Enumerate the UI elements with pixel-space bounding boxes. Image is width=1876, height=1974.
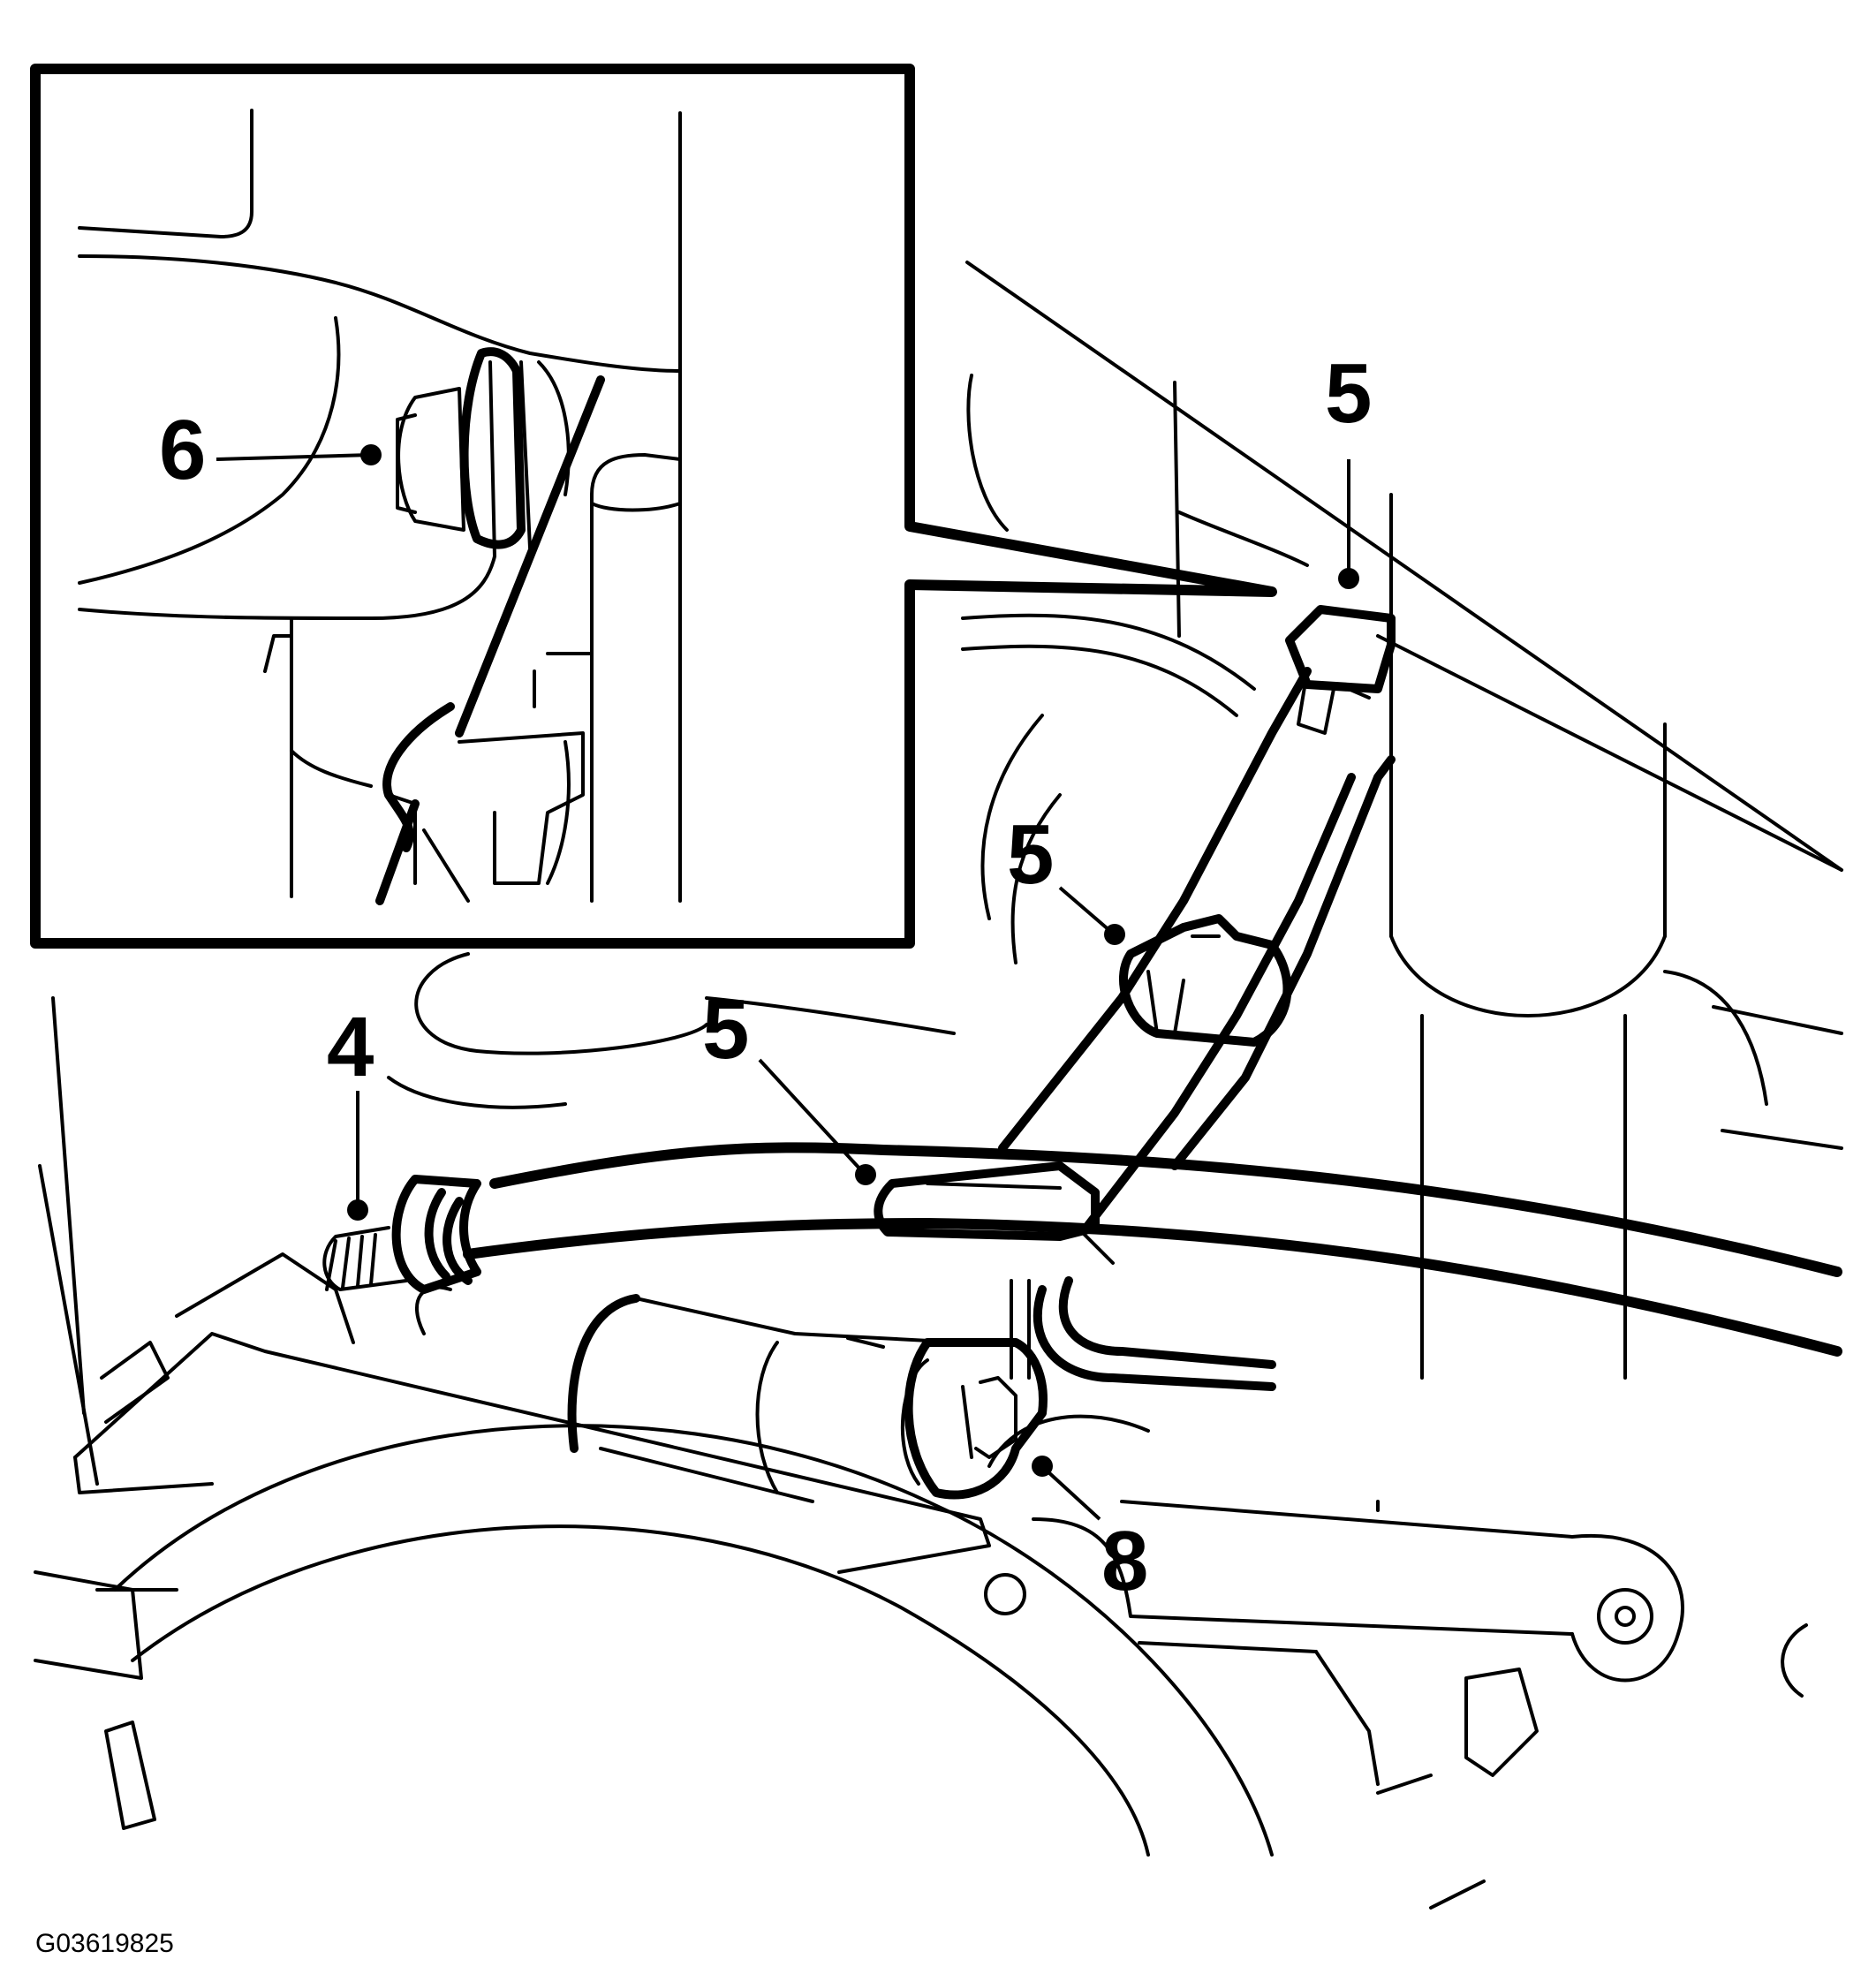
- main-scene-lineart: [34, 261, 1843, 1910]
- hose-fitting-4: [322, 1175, 481, 1294]
- figure-id: G03619825: [35, 1929, 174, 1958]
- callout-5-top-label: 5: [1325, 346, 1372, 441]
- bolt-8: [904, 1279, 1048, 1500]
- callout-4-label: 4: [327, 1000, 374, 1094]
- callout-8-label: 8: [1101, 1514, 1148, 1608]
- hose-clips-5: [874, 605, 1396, 1265]
- callout-5-center-label: 5: [702, 982, 749, 1077]
- inset-detail: [30, 64, 1277, 949]
- callout-leaders: [216, 444, 1359, 1521]
- callout-5-middle-label: 5: [1007, 807, 1054, 902]
- brake-hoses: [443, 667, 1842, 1391]
- callout-6-label: 6: [159, 403, 206, 497]
